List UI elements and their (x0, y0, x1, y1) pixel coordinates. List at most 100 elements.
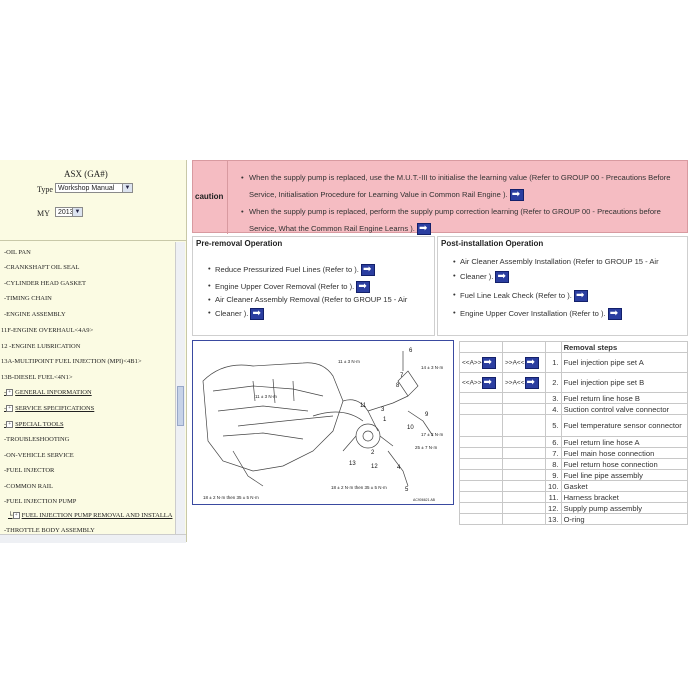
table-row: 6.Fuel return line hose A (459, 436, 688, 448)
pre-removal-item: Air Cleaner Assembly Removal (Refer to G… (208, 295, 407, 305)
my-select[interactable]: 2013 ▼ (55, 207, 83, 217)
table-row: 11.Harness bracket (459, 491, 688, 503)
prev-step-label: <<A>> (462, 379, 482, 386)
callout-number: 8 (396, 383, 400, 389)
step-name: Fuel line pipe assembly (560, 469, 688, 481)
type-select[interactable]: Workshop Manual ▼ (55, 183, 133, 193)
step-number: 9. (545, 469, 562, 481)
step-name: Fuel return line hose B (560, 392, 688, 404)
my-label: MY (37, 209, 50, 218)
link-arrow-icon[interactable] (607, 308, 622, 320)
tree-item[interactable]: -ON-VEHICLE SERVICE (4, 452, 74, 459)
tree-item[interactable]: -THROTTLE BODY ASSEMBLY (4, 527, 95, 534)
link-arrow-icon[interactable] (524, 376, 539, 389)
tree-item[interactable]: -CRANKSHAFT OIL SEAL (4, 264, 80, 271)
callout-number: 11 (360, 403, 367, 409)
step-name: Suction control valve connector (560, 403, 688, 415)
tree-item[interactable]: -TROUBLESHOOTING (4, 436, 70, 443)
tree-item-selected[interactable]: └+FUEL INJECTION PUMP REMOVAL AND INSTAL… (8, 512, 173, 520)
table-row: 8.Fuel return hose connection (459, 458, 688, 470)
removal-steps-header: Removal steps (560, 341, 688, 353)
link-arrow-icon[interactable] (417, 223, 431, 235)
tree-item[interactable]: 13B-DIESEL FUEL<4N1> (1, 374, 73, 381)
table-row: 12.Supply pump assembly (459, 502, 688, 514)
table-row: 9.Fuel line pipe assembly (459, 469, 688, 481)
expand-icon[interactable]: + (6, 405, 14, 413)
engine-illustration: 11 ± 3 N·m 11 ± 3 N·m 14 ± 3 N·m 17 ± 2 … (202, 348, 443, 502)
table-row: 7.Fuel main hose connection (459, 447, 688, 459)
link-arrow-icon[interactable] (481, 376, 496, 389)
next-step-label: >>A<< (505, 379, 525, 386)
my-select-value: 2013 (58, 209, 74, 216)
manual-viewer: ASX (GA#) Type Workshop Manual ▼ MY 2013… (0, 160, 700, 543)
expand-icon[interactable]: + (6, 421, 14, 429)
tree-item-expandable[interactable]: -+GENERAL INFORMATION (4, 389, 92, 397)
scrollbar-thumb[interactable] (177, 386, 184, 426)
post-installation-item-cont: Cleaner ). (453, 271, 510, 283)
step-number: 1. (545, 352, 562, 373)
table-row: 3.Fuel return line hose B (459, 392, 688, 404)
tree-horizontal-scrollbar[interactable] (0, 534, 186, 543)
tree-item-expandable[interactable]: -+SERVICE SPECIFICATIONS (4, 405, 95, 413)
chevron-down-icon[interactable]: ▼ (72, 208, 82, 216)
step-name: Fuel temperature sensor connector (560, 414, 688, 437)
tree-item[interactable]: -FUEL INJECTION PUMP (4, 498, 77, 505)
callout-number: 10 (407, 425, 414, 431)
expand-icon[interactable]: + (6, 389, 14, 397)
callout-number: 12 (371, 464, 378, 470)
step-number: 6. (545, 436, 562, 448)
torque-label: 14 ± 3 N·m (421, 365, 443, 370)
link-arrow-icon[interactable] (573, 290, 588, 302)
tree-item[interactable]: -CYLINDER HEAD GASKET (4, 280, 86, 287)
divider (227, 161, 228, 234)
step-number: 3. (545, 392, 562, 404)
tree-item[interactable]: 12 -ENGINE LUBRICATION (1, 343, 81, 350)
link-arrow-icon[interactable] (481, 356, 496, 369)
expand-icon[interactable]: + (12, 512, 20, 520)
link-arrow-icon[interactable] (495, 271, 510, 283)
step-number: 12. (545, 502, 562, 514)
tree-item[interactable]: -TIMING CHAIN (4, 295, 52, 302)
callout-number: 4 (397, 465, 401, 471)
navigation-panel: ASX (GA#) Type Workshop Manual ▼ MY 2013… (0, 160, 187, 543)
table-row: <<A>> >>A<< 1. Fuel injection pipe set A (459, 352, 688, 373)
step-name: Fuel injection pipe set A (560, 352, 688, 373)
filter-area: ASX (GA#) Type Workshop Manual ▼ MY 2013… (0, 160, 186, 241)
link-arrow-icon[interactable] (250, 308, 265, 320)
type-label: Type (37, 185, 53, 194)
step-name: Fuel injection pipe set B (560, 372, 688, 393)
table-row: <<A>> >>A<< 2. Fuel injection pipe set B (459, 372, 688, 393)
content-area: caution When the supply pump is replaced… (192, 160, 688, 542)
torque-label: 18 ± 2 N·m then 35 ± 5 N·m (203, 495, 259, 500)
callout-number: 3 (381, 407, 385, 413)
callout-number: 13 (349, 461, 356, 467)
caution-item: When the supply pump is replaced, perfor… (241, 203, 681, 237)
link-arrow-icon[interactable] (361, 264, 376, 276)
step-name: Fuel return line hose A (560, 436, 688, 448)
torque-label: 11 ± 3 N·m (255, 394, 277, 399)
link-arrow-icon[interactable] (356, 281, 371, 293)
post-installation-item: Engine Upper Cover Installation (Refer t… (453, 308, 622, 320)
step-number: 13. (545, 513, 562, 525)
step-number: 2. (545, 372, 562, 393)
tree-item[interactable]: -COMMON RAIL (4, 483, 53, 490)
link-arrow-icon[interactable] (509, 189, 524, 201)
pre-removal-item: Engine Upper Cover Removal (Refer to ). (208, 281, 371, 293)
tree-vertical-scrollbar[interactable] (175, 242, 185, 534)
tree-item-expandable[interactable]: -+SPECIAL TOOLS (4, 421, 64, 429)
tree-item[interactable]: 11F-ENGINE OVERHAUL<4A9> (1, 327, 94, 334)
pre-removal-box: Pre-removal Operation Reduce Pressurized… (192, 236, 435, 336)
tree-item[interactable]: -OIL PAN (4, 249, 31, 256)
tree-item[interactable]: -ENGINE ASSEMBLY (4, 311, 66, 318)
step-name: Fuel return hose connection (560, 458, 688, 470)
step-name: Gasket (560, 480, 688, 492)
section-tree: -OIL PAN -CRANKSHAFT OIL SEAL -CYLINDER … (0, 242, 174, 534)
chevron-down-icon[interactable]: ▼ (122, 184, 132, 192)
tree-item[interactable]: -FUEL INJECTOR (4, 467, 55, 474)
torque-label: 18 ± 2 N·m then 35 ± 5 N·m (331, 485, 387, 490)
table-row: 4.Suction control valve connector (459, 403, 688, 415)
pre-removal-item: Reduce Pressurized Fuel Lines (Refer to … (208, 264, 376, 276)
link-arrow-icon[interactable] (524, 356, 539, 369)
tree-item[interactable]: 13A-MULTIPOINT FUEL INJECTION (MPI)<4B1> (1, 358, 142, 365)
callout-number: 1 (383, 417, 387, 423)
